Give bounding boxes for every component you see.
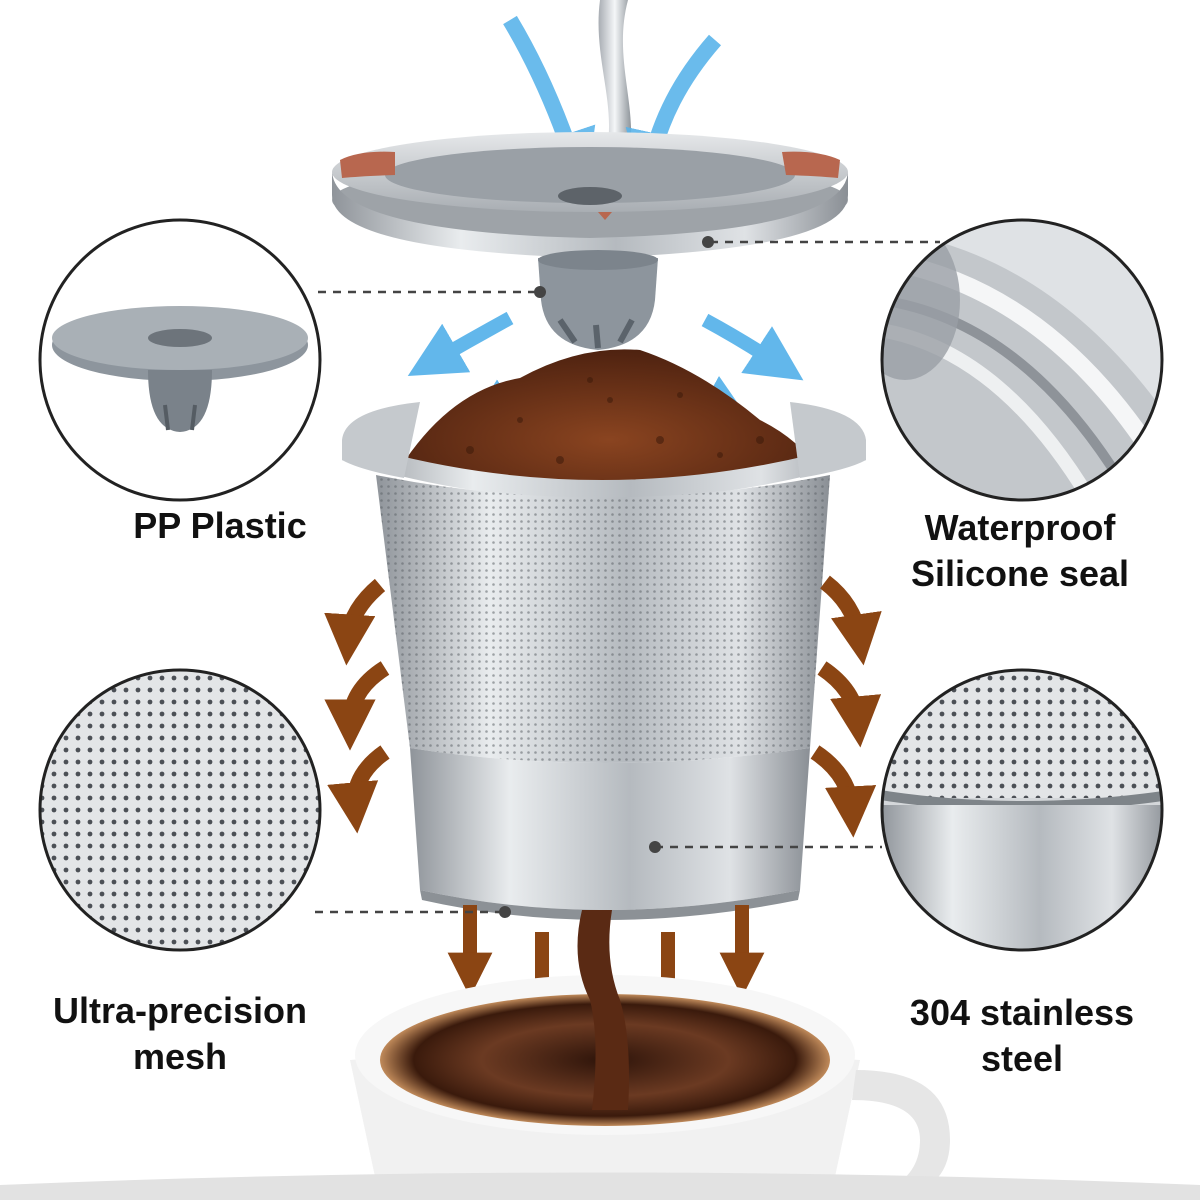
label-mesh-line1: Ultra-precision (52, 990, 308, 1031)
label-silicone-seal-line1: Waterproof (924, 507, 1116, 548)
detail-stainless-steel (880, 668, 1164, 952)
filter-basket (342, 402, 866, 920)
coffee-grounds (400, 349, 818, 500)
detail-pp-plastic (38, 218, 322, 502)
detail-silicone-seal (880, 218, 1164, 502)
plastic-valve (538, 250, 658, 350)
label-stainless-steel: 304 stainless steel (852, 990, 1192, 1082)
lid (332, 132, 848, 258)
coffee-flow-arrows-left (324, 578, 390, 834)
label-pp-plastic: PP Plastic (60, 503, 380, 549)
label-mesh: Ultra-precision mesh (20, 988, 340, 1080)
coffee-mug (0, 910, 1200, 1200)
label-stainless-steel-line2: steel (980, 1038, 1064, 1079)
label-silicone-seal-line2: Silicone seal (910, 553, 1130, 594)
leader-lines (315, 240, 940, 914)
coffee-flow-arrows-right (810, 575, 882, 838)
label-mesh-line2: mesh (132, 1036, 228, 1077)
label-stainless-steel-line1: 304 stainless (909, 992, 1135, 1033)
leader-dots (499, 236, 714, 918)
detail-mesh (38, 668, 322, 952)
label-pp-plastic-text: PP Plastic (133, 505, 307, 546)
label-silicone-seal: Waterproof Silicone seal (860, 505, 1180, 597)
